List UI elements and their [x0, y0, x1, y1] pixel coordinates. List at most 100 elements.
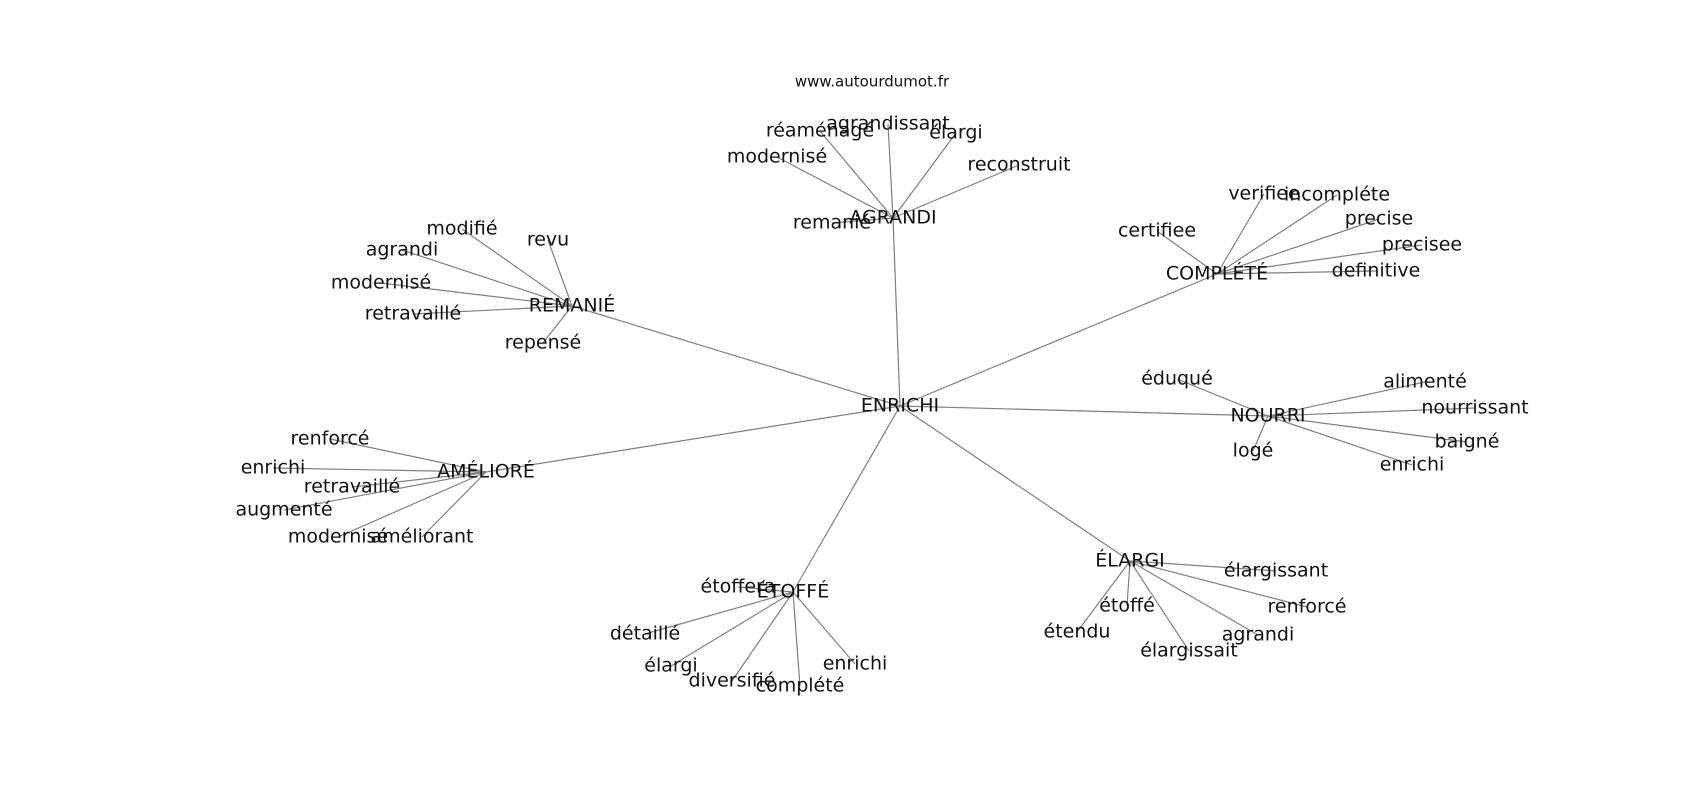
edge-hub-leaf	[351, 471, 487, 488]
leaf-word[interactable]: verifiee	[1228, 183, 1299, 205]
leaf-word[interactable]: logé	[1233, 440, 1274, 462]
source-url[interactable]: www.autourdumot.fr	[795, 73, 950, 91]
edge-hub-leaf	[542, 305, 573, 344]
leaf-word[interactable]: élargi	[644, 655, 697, 677]
edge-hub-leaf	[421, 471, 487, 538]
edge-hub-leaf	[1076, 560, 1131, 633]
leaf-word[interactable]: élargissant	[1224, 560, 1328, 582]
leaf-word[interactable]: renforcé	[291, 428, 370, 450]
edge-hub-leaf	[461, 228, 573, 307]
edge-hub-leaf	[329, 438, 487, 473]
edge-hub-leaf	[1176, 378, 1269, 417]
edge-hub-leaf	[792, 591, 801, 687]
leaf-word[interactable]: remanié	[793, 212, 871, 234]
edge-center-hub	[892, 217, 901, 407]
edge-hub-leaf	[887, 123, 894, 219]
edge-hub-leaf	[1156, 230, 1218, 275]
center-word[interactable]: ENRICHI	[861, 395, 939, 417]
leaf-word[interactable]: agrandi	[366, 239, 439, 261]
hub-word[interactable]: COMPLÉTÉ	[1166, 262, 1268, 285]
leaf-word[interactable]: incompléte	[1284, 184, 1390, 206]
leaf-word[interactable]: élargi	[929, 122, 982, 144]
leaf-word[interactable]: alimenté	[1383, 371, 1467, 393]
edge-hub-leaf	[272, 467, 487, 473]
leaf-word[interactable]: baigné	[1435, 431, 1500, 453]
edge-hub-leaf	[1216, 244, 1423, 275]
graph-labels: www.autourdumot.fr ENRICHI AGRANDI réamén…	[235, 73, 1528, 697]
edge-hub-leaf	[1252, 415, 1269, 452]
leaf-word[interactable]: modernisé	[331, 272, 431, 294]
leaf-word[interactable]: precise	[1345, 208, 1413, 230]
edge-center-hub	[899, 405, 1269, 417]
hub-word[interactable]: AMÉLIORÉ	[437, 460, 535, 483]
leaf-word[interactable]: étoffé	[1099, 595, 1155, 617]
edge-hub-leaf	[1129, 560, 1308, 608]
leaf-word[interactable]: repensé	[505, 332, 581, 354]
hub-word[interactable]: ÉLARGI	[1095, 549, 1165, 572]
leaf-word[interactable]: nourrissant	[1421, 397, 1528, 419]
leaf-word[interactable]: améliorant	[371, 526, 474, 548]
leaf-word[interactable]: enrichi	[823, 653, 888, 675]
edge-hub-leaf	[1216, 194, 1338, 275]
leaf-word[interactable]: diversifié	[689, 670, 776, 692]
hub-word[interactable]: ÉTOFFÉ	[757, 580, 829, 603]
edge-center-hub	[899, 405, 1131, 562]
leaf-word[interactable]: élargissait	[1140, 640, 1238, 662]
hub-word[interactable]: REMANIÉ	[529, 294, 615, 317]
edge-hub-leaf	[547, 239, 573, 307]
leaf-word[interactable]: modifié	[426, 218, 497, 240]
leaf-word[interactable]: modernisé	[288, 526, 388, 548]
edge-hub-leaf	[792, 591, 856, 665]
leaf-word[interactable]: enrichi	[1380, 454, 1445, 476]
edge-hub-leaf	[1126, 560, 1131, 607]
edge-hub-leaf	[1267, 415, 1468, 443]
leaf-word[interactable]: modernisé	[727, 146, 827, 168]
leaf-word[interactable]: réaménagé	[766, 120, 874, 142]
edge-hub-leaf	[776, 156, 894, 219]
edge-hub-leaf	[337, 471, 487, 538]
leaf-word[interactable]: complété	[756, 675, 845, 697]
leaf-word[interactable]: agrandi	[1222, 624, 1295, 646]
leaf-word[interactable]: étoffera	[701, 576, 776, 598]
hub-word[interactable]: AGRANDI	[849, 207, 936, 229]
leaf-word[interactable]: retravaillé	[365, 303, 461, 325]
edge-center-hub	[899, 273, 1218, 407]
edge-hub-leaf	[670, 591, 794, 667]
edge-hub-leaf	[731, 591, 794, 682]
leaf-word[interactable]: certifiee	[1118, 220, 1196, 242]
edge-hub-leaf	[380, 282, 573, 307]
leaf-word[interactable]: retravaillé	[304, 476, 400, 498]
edge-hub-leaf	[1129, 560, 1190, 652]
leaf-word[interactable]: definitive	[1332, 260, 1421, 282]
leaf-word[interactable]: enrichi	[241, 457, 306, 479]
edge-hub-leaf	[892, 132, 957, 219]
edge-hub-leaf	[819, 130, 894, 219]
hub-word[interactable]: NOURRI	[1230, 405, 1305, 427]
edge-center-hub	[485, 405, 901, 473]
graph-edges	[272, 123, 1476, 687]
edge-hub-leaf	[1267, 407, 1476, 417]
edge-hub-leaf	[1129, 560, 1277, 572]
leaf-word[interactable]: augmenté	[235, 499, 332, 521]
edge-hub-leaf	[892, 164, 1020, 219]
edge-hub-leaf	[737, 586, 794, 593]
leaf-word[interactable]: détaillé	[610, 623, 680, 645]
edge-hub-leaf	[1267, 381, 1426, 417]
edge-hub-leaf	[644, 591, 794, 635]
edge-hub-leaf	[283, 471, 487, 511]
leaf-word[interactable]: revu	[527, 229, 569, 251]
edge-hub-leaf	[831, 217, 894, 224]
leaf-word[interactable]: éduqué	[1141, 368, 1213, 390]
edge-hub-leaf	[401, 249, 573, 307]
edge-hub-leaf	[1216, 218, 1380, 275]
edge-hub-leaf	[1216, 270, 1377, 275]
leaf-word[interactable]: reconstruit	[967, 154, 1070, 176]
leaf-word[interactable]: agrandissant	[826, 113, 949, 135]
edge-center-hub	[571, 305, 901, 407]
leaf-word[interactable]: precisee	[1382, 234, 1462, 256]
edge-hub-leaf	[1216, 193, 1265, 275]
leaf-word[interactable]: renforcé	[1268, 596, 1347, 618]
leaf-word[interactable]: étendu	[1044, 621, 1111, 643]
edge-hub-leaf	[412, 305, 573, 315]
